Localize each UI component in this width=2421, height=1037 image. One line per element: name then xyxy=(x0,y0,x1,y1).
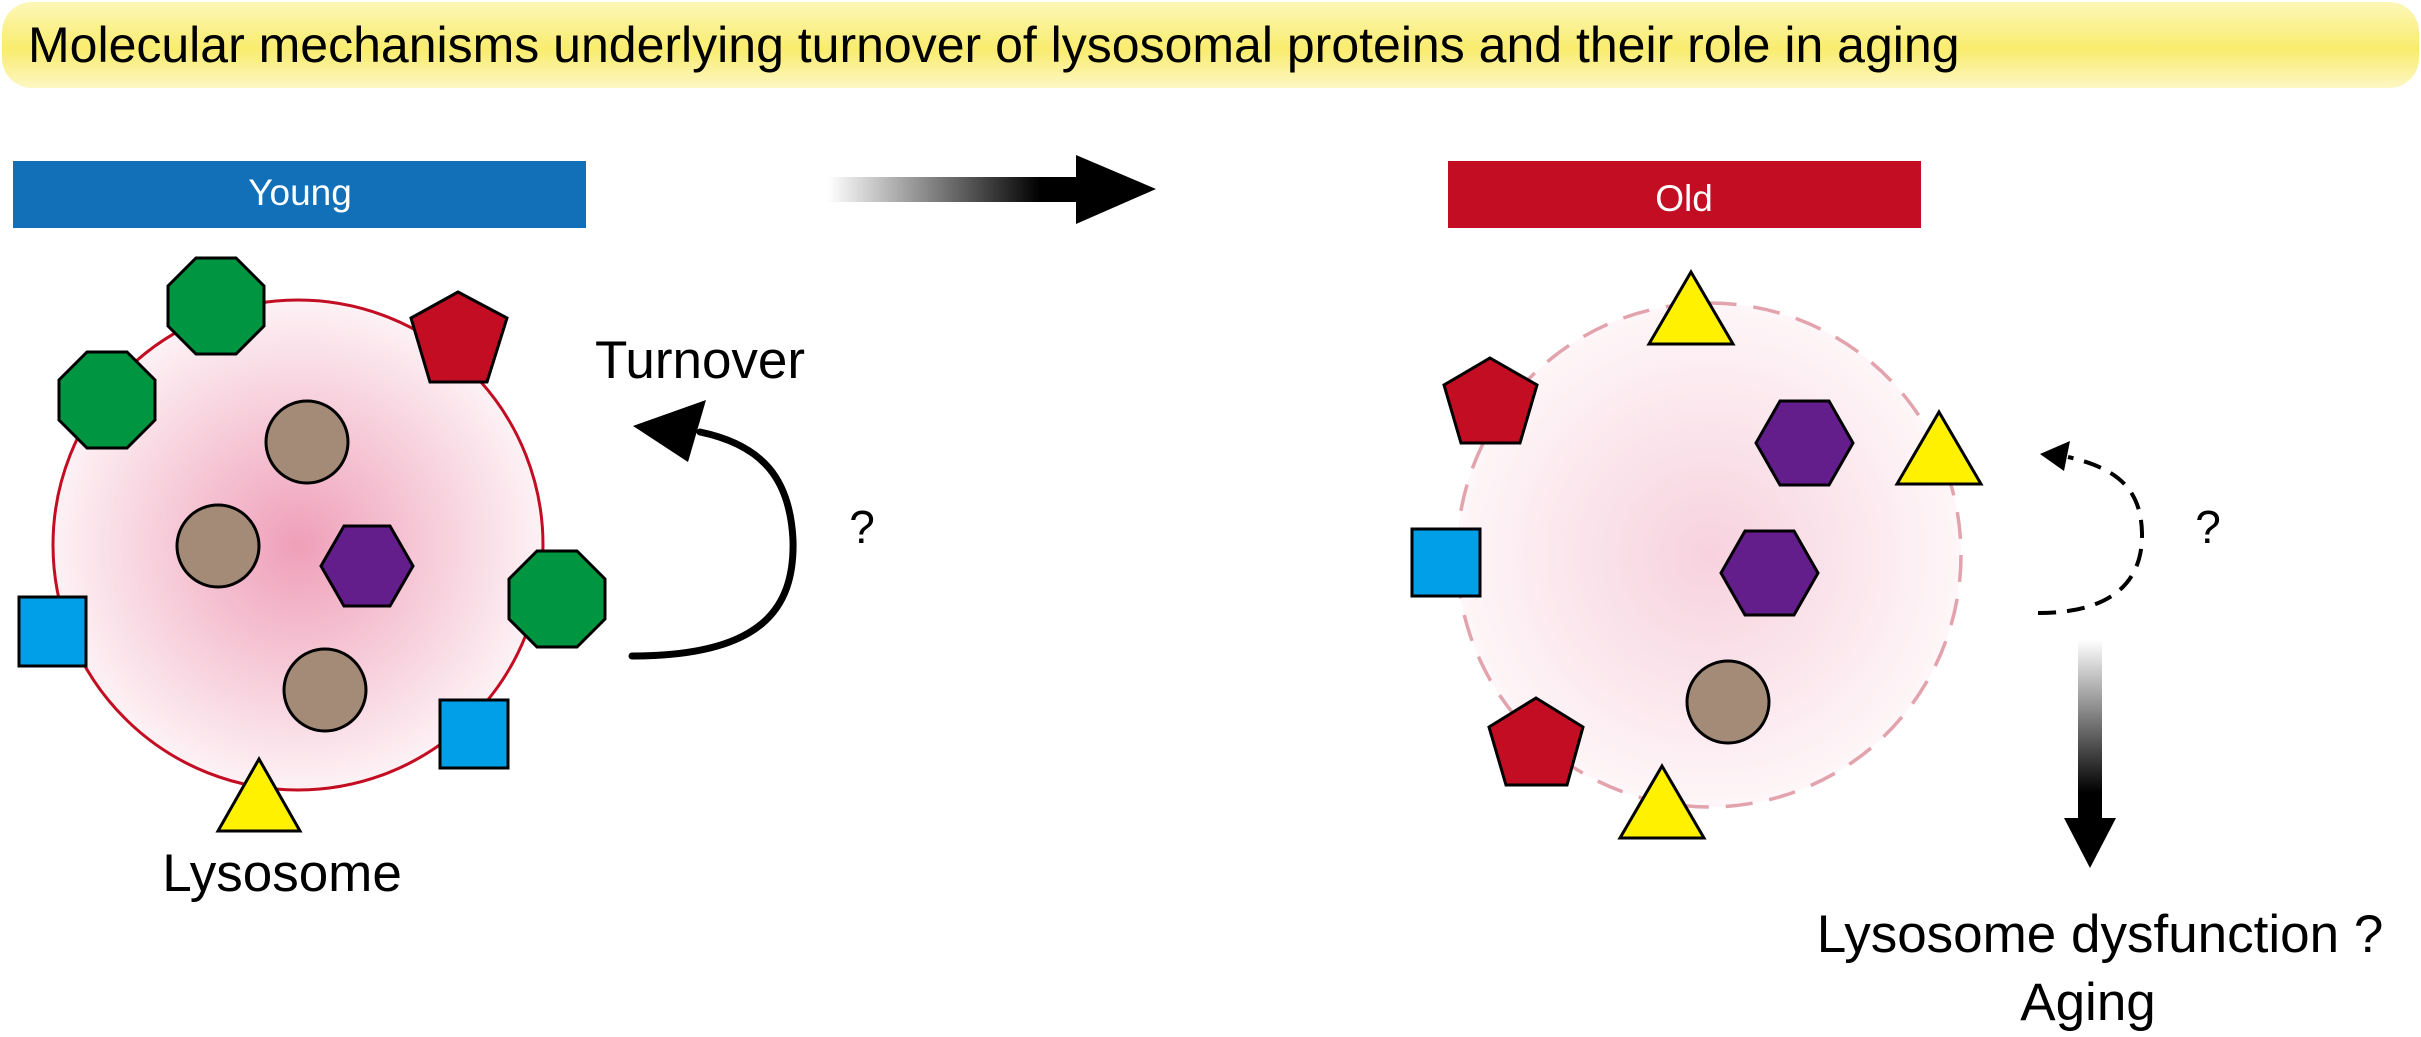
outcome-arrow-shaft xyxy=(2078,640,2102,820)
red-pentagon xyxy=(409,290,509,384)
brown-circle xyxy=(1685,659,1771,745)
young-label: Young xyxy=(248,172,352,213)
outcome-arrow-head xyxy=(2064,818,2116,868)
lysosome-label: Lysosome xyxy=(162,844,402,903)
turnover-cycle: Turnover ? xyxy=(595,331,875,660)
young-lysosome-membrane xyxy=(51,298,545,792)
red-pentagon xyxy=(1487,696,1585,787)
outcome-line-dysfunction: Lysosome dysfunction ? xyxy=(1817,905,2384,964)
brown-circle xyxy=(264,399,350,485)
page-title: Molecular mechanisms underlying turnover… xyxy=(28,17,1960,73)
progression-arrow xyxy=(828,155,1156,224)
turnover-label: Turnover xyxy=(595,331,805,390)
green-octagon xyxy=(57,350,157,450)
old-bar xyxy=(1448,161,1921,228)
old-header: Old xyxy=(1448,161,1921,228)
purple-hexagon xyxy=(1754,399,1855,487)
yellow-triangle xyxy=(1617,763,1707,840)
purple-hexagon xyxy=(319,524,415,608)
title-banner: Molecular mechanisms underlying turnover… xyxy=(2,2,2419,88)
young-lysosome: Lysosome xyxy=(17,256,607,903)
young-bar xyxy=(13,161,586,228)
progression-arrow-shaft xyxy=(828,177,1078,202)
old-lysosome xyxy=(1410,269,1984,840)
impaired-turnover-cycle: ? xyxy=(2037,441,2221,615)
green-octagon xyxy=(166,256,266,356)
impaired-turnover-arrow-head xyxy=(2040,441,2070,471)
old-question-mark: ? xyxy=(2195,501,2221,553)
blue-square xyxy=(1410,527,1482,598)
red-pentagon xyxy=(1442,356,1539,445)
young-question-mark: ? xyxy=(849,501,875,553)
impaired-turnover-curve xyxy=(2037,455,2145,615)
blue-square xyxy=(17,595,88,668)
yellow-triangle xyxy=(1646,269,1736,346)
purple-hexagon xyxy=(1719,529,1820,617)
outcome-arrow xyxy=(2064,640,2116,868)
green-octagon xyxy=(507,549,607,649)
yellow-triangle xyxy=(1894,409,1984,486)
brown-circle xyxy=(175,503,261,589)
turnover-arrow-head xyxy=(633,400,706,462)
progression-arrow-head xyxy=(1076,155,1156,224)
old-label: Old xyxy=(1655,178,1713,219)
turnover-curve-arrow xyxy=(628,428,797,660)
blue-square xyxy=(438,698,510,770)
title-background xyxy=(2,2,2419,88)
yellow-triangle xyxy=(215,755,303,833)
outcome-line-aging: Aging xyxy=(2020,973,2156,1032)
brown-circle xyxy=(282,647,368,733)
young-header: Young xyxy=(13,161,586,228)
